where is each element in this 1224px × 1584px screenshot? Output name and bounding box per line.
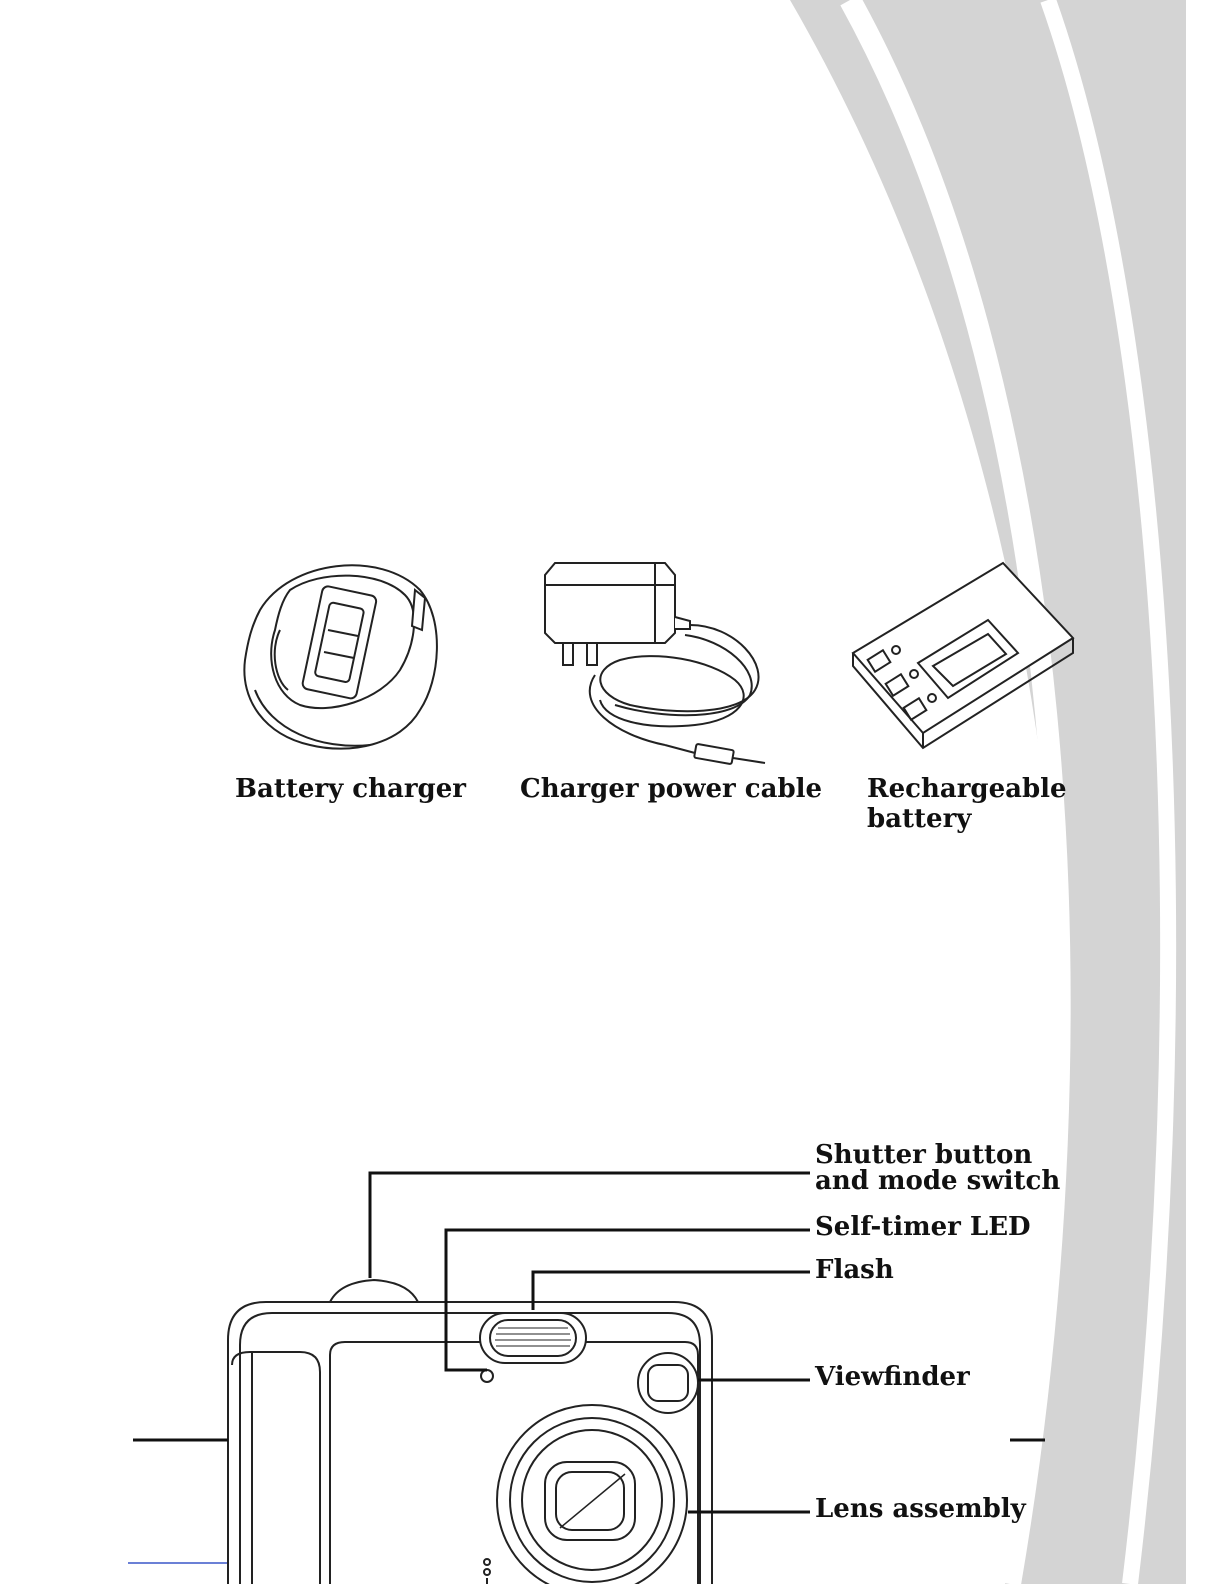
flash-label: Flash <box>815 1255 894 1285</box>
shutter-button-label-line1: Shutter button <box>815 1142 1060 1168</box>
shutter-button-label: Shutter button and mode switch <box>815 1142 1060 1194</box>
shutter-button-label-line2: and mode switch <box>815 1168 1060 1194</box>
self-timer-led-label: Self-timer LED <box>815 1212 1031 1242</box>
viewfinder-label: Viewfinder <box>815 1362 970 1392</box>
lens-assembly-label: Lens assembly <box>815 1494 1026 1524</box>
